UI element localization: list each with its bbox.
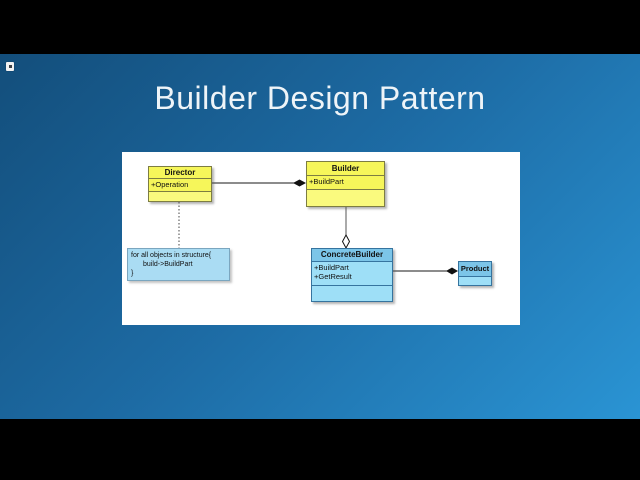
note-line: for all objects in structure{ (131, 252, 212, 259)
class-attributes-compartment: +Operation (149, 179, 211, 192)
uml-diagram-panel: Director +Operation Builder +BuildPart C… (122, 152, 520, 325)
note-line: build->BuildPart (143, 261, 193, 268)
class-name: Builder (307, 162, 384, 176)
class-name: ConcreteBuilder (312, 249, 392, 262)
uml-class-product: Product (458, 261, 492, 286)
uml-class-director: Director +Operation (148, 166, 212, 202)
class-attribute: +BuildPart (314, 263, 349, 272)
note-line: } (131, 270, 134, 277)
aggregation-filled-diamond-icon (446, 267, 458, 275)
placeholder-dot-icon (8, 65, 12, 68)
class-attribute: +Operation (151, 180, 189, 189)
aggregation-filled-diamond-icon (293, 179, 306, 187)
slide: Builder Design Pattern Director +Operati… (0, 54, 640, 419)
uml-class-builder: Builder +BuildPart (306, 161, 385, 207)
class-attributes-compartment: +BuildPart (307, 176, 384, 190)
content-placeholder-icon (6, 62, 14, 71)
uml-class-concretebuilder: ConcreteBuilder +BuildPart +GetResult (311, 248, 393, 302)
uml-connectors (178, 179, 458, 275)
class-name: Director (149, 167, 211, 179)
class-attributes-compartment: +BuildPart +GetResult (312, 262, 392, 286)
slide-title: Builder Design Pattern (154, 80, 486, 116)
letterbox-top (0, 0, 640, 54)
class-attribute: +BuildPart (309, 177, 344, 186)
letterbox-bottom (0, 419, 640, 480)
aggregation-hollow-diamond-icon (341, 233, 351, 250)
uml-note: for all objects in structure{ build->Bui… (127, 248, 230, 281)
class-name: Product (459, 262, 491, 277)
class-attribute: +GetResult (314, 272, 352, 282)
